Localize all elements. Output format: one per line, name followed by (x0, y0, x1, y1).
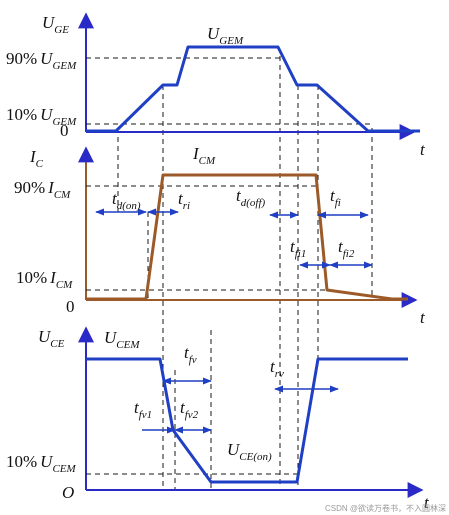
ic-axis-label: IC (29, 147, 44, 170)
ce-waveform (86, 357, 408, 484)
watermark: CSDN @欲读万卷书，不入圆林深 (325, 503, 446, 513)
ce-curve-label: UCEM (104, 328, 140, 351)
ce-10pct-label: 10%UCEM (6, 452, 77, 475)
ge-waveform (86, 45, 420, 133)
ge-10pct-label: 10%UGEM (6, 105, 77, 128)
ce-on-label: UCE(on) (227, 440, 272, 463)
ge-curve-label: UGEM (207, 24, 244, 47)
ge-t-label: t (420, 140, 426, 159)
td-off-label: td(off) (236, 186, 266, 209)
td-on-label: td(on) (112, 189, 141, 212)
tri-label: tri (178, 189, 190, 212)
ce-axis-label: UCE (38, 327, 65, 350)
ic-curve-label: ICM (192, 144, 216, 167)
ce-t-label: t (424, 493, 430, 512)
ce-origin-label: O (62, 483, 74, 502)
ic-90pct-label: 90%ICM (14, 178, 71, 201)
tfi-label: tfi (330, 186, 341, 209)
timing-guides (117, 56, 373, 490)
ic-panel: IC ICM 90%ICM 10%ICM 0 t td(on) tri td(o… (14, 144, 426, 327)
ic-t-label: t (420, 308, 426, 327)
ce-panel: UCE UCEM 10%UCEM UCE(on) O t tfv tfv1 tf… (6, 326, 430, 512)
tfi2-label: tfi2 (338, 237, 355, 260)
ic-zero-label: 0 (66, 297, 75, 316)
tfi1-label: tfi1 (290, 237, 306, 260)
trv-label: trv (270, 357, 284, 380)
ge-90pct-label: 90%UGEM (6, 49, 77, 72)
ge-panel: UGE UGEM 90%UGEM 10%UGEM 0 t (6, 12, 426, 159)
ic-waveform (86, 173, 408, 301)
ge-axis-label: UGE (42, 13, 69, 36)
ge-zero-label: 0 (60, 121, 69, 140)
tfv2-label: tfv2 (180, 398, 199, 421)
ic-10pct-label: 10%ICM (16, 268, 73, 291)
tfv-label: tfv (184, 343, 197, 366)
tfv1-label: tfv1 (134, 398, 152, 421)
